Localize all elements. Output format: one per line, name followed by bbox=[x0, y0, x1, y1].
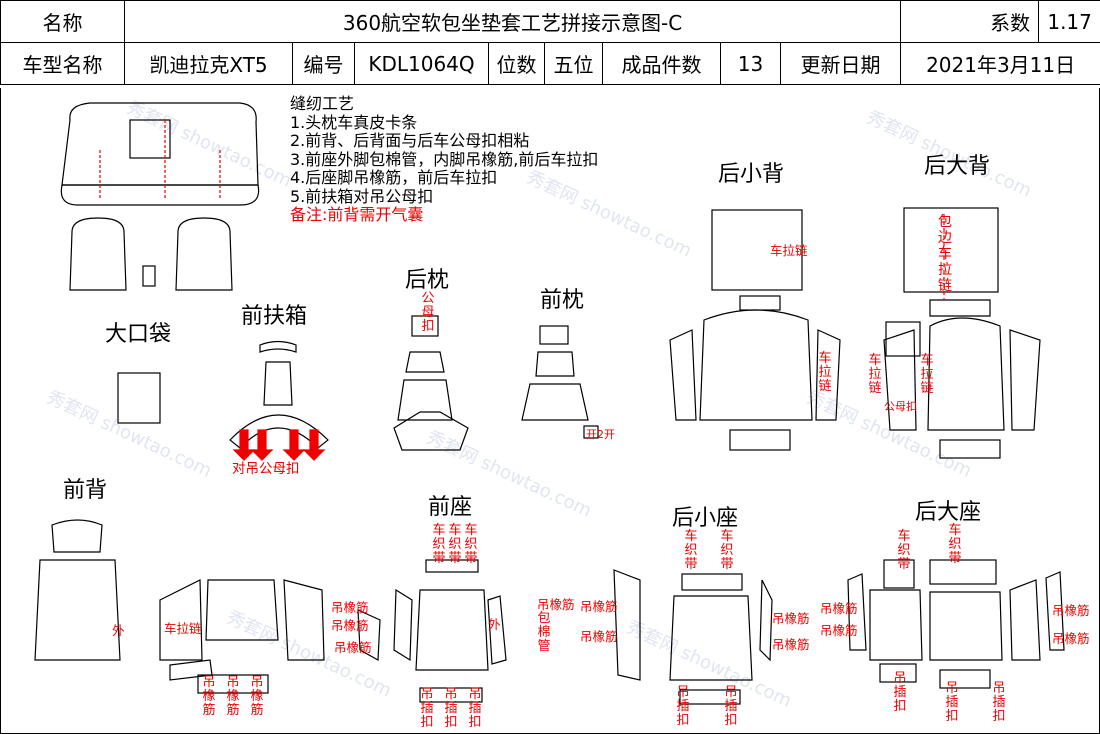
annotation-woven-band: 车织带 bbox=[948, 523, 962, 566]
snap-arrows bbox=[232, 429, 326, 461]
rear-small-back-pieces bbox=[669, 209, 841, 451]
header-table: 名称 360航空软包坐垫套工艺拼接示意图-C 系数 1.17 车型名称 凯迪拉克… bbox=[0, 0, 1100, 85]
annotation-woven-band: 车织带 bbox=[897, 529, 911, 572]
annotation-insert-buckle: 吊插扣 bbox=[724, 685, 738, 728]
annotation-elastic: 吊橡筋 bbox=[537, 597, 575, 612]
annotation-elastic: 吊橡筋 bbox=[331, 600, 369, 615]
pieces-value: 13 bbox=[720, 42, 781, 85]
annotation-insert-buckle: 吊插扣 bbox=[444, 687, 458, 730]
front-headrest-pieces bbox=[521, 325, 599, 439]
annotation-zipper-side: 车拉链 bbox=[920, 353, 934, 396]
sewing-notes: 缝纫工艺 1.头枕车真皮卡条 2.前背、后背面与后车公母扣相粘 3.前座外脚包棉… bbox=[290, 94, 599, 225]
notes-remark: 备注:前背需开气囊 bbox=[290, 205, 424, 224]
notes-item: 5.前扶箱对吊公母扣 bbox=[290, 186, 434, 206]
seats-label: 位数 bbox=[488, 42, 545, 85]
doc-title: 360航空软包坐垫套工艺拼接示意图-C bbox=[123, 0, 902, 43]
annotation-woven-band: 车织带 bbox=[464, 523, 478, 566]
annotation-pair-snap: 对吊公母扣 bbox=[232, 461, 300, 477]
annotation-elastic: 吊橡筋 bbox=[331, 618, 369, 633]
annotation-insert-buckle: 吊插扣 bbox=[893, 671, 907, 714]
notes-item: 1.头枕车真皮卡条 bbox=[290, 112, 418, 132]
annotation-elastic-vertical: 吊橡筋 bbox=[202, 675, 216, 718]
code-value: KDL1064Q bbox=[354, 42, 489, 85]
annotation-elastic-vertical: 吊橡筋 bbox=[226, 675, 240, 718]
annotation-snap: 公母扣 bbox=[421, 291, 435, 334]
annotation-zipper: 车拉链 bbox=[164, 621, 202, 636]
date-label: 更新日期 bbox=[779, 42, 902, 85]
annotation-insert-buckle: 吊插扣 bbox=[468, 687, 482, 730]
annotation-outer: 外 bbox=[112, 623, 125, 638]
annotation-elastic: 吊橡筋 bbox=[820, 623, 858, 638]
section-rear-headrest: 后枕 bbox=[405, 268, 450, 293]
date-value: 2021年3月11日 bbox=[900, 42, 1100, 85]
section-rear-small-seat: 后小座 bbox=[672, 506, 739, 531]
front-seat-pieces bbox=[357, 559, 507, 703]
notes-title: 缝纫工艺 bbox=[290, 94, 355, 113]
annotation-zipper-side: 车拉链 bbox=[818, 351, 832, 394]
annotation-zipper-side: 车拉链 bbox=[868, 353, 882, 396]
rear-big-back-pieces bbox=[883, 207, 1041, 459]
section-big-pocket: 大口袋 bbox=[105, 322, 172, 347]
annotation-elastic: 吊橡筋 bbox=[1052, 631, 1090, 646]
annotation-cotton-tube: 包棉管 bbox=[537, 611, 551, 654]
section-front-back: 前背 bbox=[63, 478, 108, 503]
annotation-insert-buckle: 吊插扣 bbox=[420, 687, 434, 730]
annotation-snap-bigback: 公母扣 bbox=[884, 400, 917, 413]
seats-value: 五位 bbox=[544, 42, 603, 85]
section-rear-small-back: 后小背 bbox=[718, 162, 785, 187]
section-rear-big-back: 后大背 bbox=[924, 154, 991, 179]
annotation-elastic: 吊橡筋 bbox=[772, 637, 810, 652]
annotation-woven-band: 车织带 bbox=[448, 523, 462, 566]
annotation-open2: 开2开 bbox=[586, 428, 615, 441]
annotation-zipper: 车拉链 bbox=[770, 243, 808, 258]
annotation-elastic: 吊橡筋 bbox=[580, 629, 618, 644]
rear-big-seat-pieces bbox=[847, 559, 1065, 689]
section-front-headrest: 前枕 bbox=[540, 288, 585, 313]
annotation-elastic: 吊橡筋 bbox=[1052, 603, 1090, 618]
model-value: 凯迪拉克XT5 bbox=[124, 42, 293, 85]
code-label: 编号 bbox=[292, 42, 355, 85]
rear-small-seat-pieces bbox=[613, 569, 773, 705]
annotation-woven-band: 车织带 bbox=[432, 523, 446, 566]
annotation-elastic-vertical: 吊橡筋 bbox=[250, 675, 264, 718]
section-rear-big-seat: 后大座 bbox=[915, 500, 982, 525]
rear-headrest-pieces bbox=[393, 315, 469, 451]
notes-item: 2.前背、后背面与后车公母扣相粘 bbox=[290, 131, 530, 150]
rear-bench-overview bbox=[60, 102, 260, 206]
annotation-wrap-zipper: 包边车拉链 bbox=[938, 214, 952, 294]
section-front-armrest: 前扶箱 bbox=[241, 304, 308, 329]
annotation-woven-band: 车织带 bbox=[684, 529, 698, 572]
annotation-elastic: 吊橡筋 bbox=[820, 601, 858, 616]
coef-label: 系数 bbox=[900, 0, 1040, 43]
pieces-label: 成品件数 bbox=[602, 42, 721, 85]
annotation-woven-band: 车织带 bbox=[720, 529, 734, 572]
annotation-outer: 外 bbox=[488, 617, 501, 632]
notes-item: 3.前座外脚包棉管，内脚吊橡筋,前后车拉扣 bbox=[290, 149, 599, 169]
front-seats-overview bbox=[69, 217, 233, 291]
big-pocket-piece bbox=[117, 372, 161, 424]
annotation-elastic: 吊橡筋 bbox=[772, 611, 810, 626]
model-label: 车型名称 bbox=[0, 42, 125, 85]
annotation-insert-buckle: 吊插扣 bbox=[676, 685, 690, 728]
notes-item: 4.后座脚吊橡筋，前后车拉扣 bbox=[290, 168, 498, 187]
annotation-insert-buckle: 吊插扣 bbox=[992, 681, 1006, 724]
annotation-insert-buckle: 吊插扣 bbox=[945, 681, 959, 724]
front-back-pieces bbox=[34, 519, 325, 694]
annotation-elastic: 吊橡筋 bbox=[334, 640, 372, 655]
annotation-elastic: 吊橡筋 bbox=[580, 599, 618, 614]
name-label: 名称 bbox=[0, 0, 125, 43]
section-front-seat: 前座 bbox=[428, 495, 473, 520]
